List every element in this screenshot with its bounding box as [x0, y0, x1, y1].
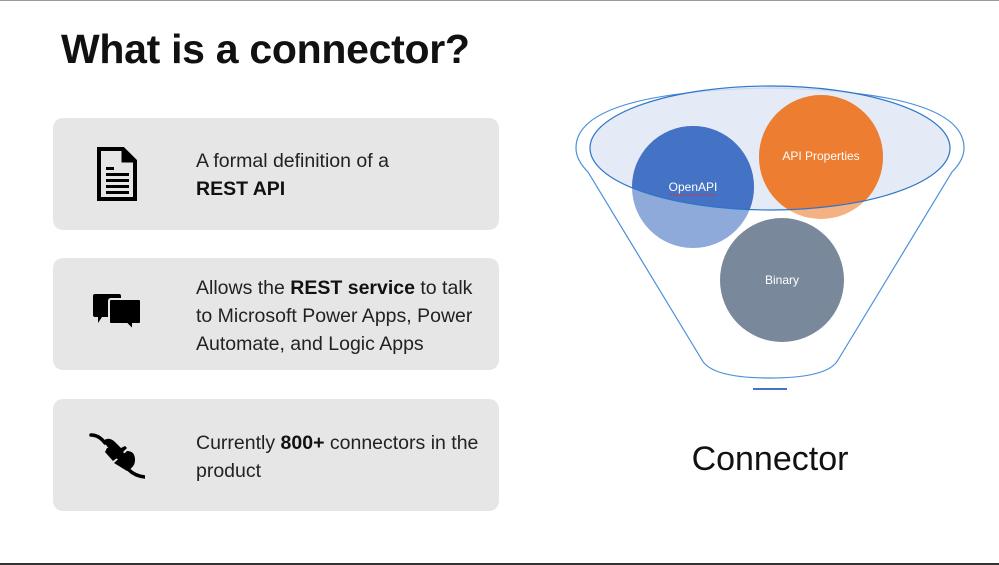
card-text: Currently 800+ connectors in the product [196, 429, 489, 485]
card-text-regular: connectors in the product [196, 432, 479, 482]
chat-bubbles-icon [89, 284, 145, 340]
card-text-regular: Currently [196, 432, 281, 454]
card-text-regular: A formal definition of a [196, 150, 389, 172]
card-text-bold: 800+ [280, 432, 325, 454]
card-text-bold: REST API [196, 178, 286, 200]
info-card-rest-service: Allows the REST service to talk to Micro… [53, 258, 499, 370]
card-text: A formal definition of a REST API [196, 147, 489, 203]
plug-icon [89, 427, 147, 483]
binary-label: Binary [765, 273, 799, 287]
card-text-regular: Allows the [196, 277, 291, 299]
card-text: Allows the REST service to talk to Micro… [196, 274, 489, 358]
down-arrow-icon [738, 388, 802, 433]
funnel-diagram: OpenAPI API Properties Binary [560, 60, 980, 433]
info-card-connector-count: Currently 800+ connectors in the product [53, 399, 499, 511]
connector-output-label: Connector [691, 440, 849, 478]
funnel-mouth [589, 85, 951, 211]
bottom-border [0, 563, 999, 565]
card-text-bold: REST service [290, 277, 415, 299]
openapi-label: OpenAPI [669, 180, 718, 194]
slide-title: What is a connector? [61, 26, 470, 72]
info-card-rest-api: A formal definition of a REST API [53, 118, 499, 230]
card-text-regular: to talk to Microsoft Power Apps, Power A… [196, 277, 473, 355]
document-icon [89, 146, 145, 202]
top-border [0, 0, 999, 1]
binary-circle [720, 218, 844, 342]
api-properties-label: API Properties [782, 149, 859, 163]
